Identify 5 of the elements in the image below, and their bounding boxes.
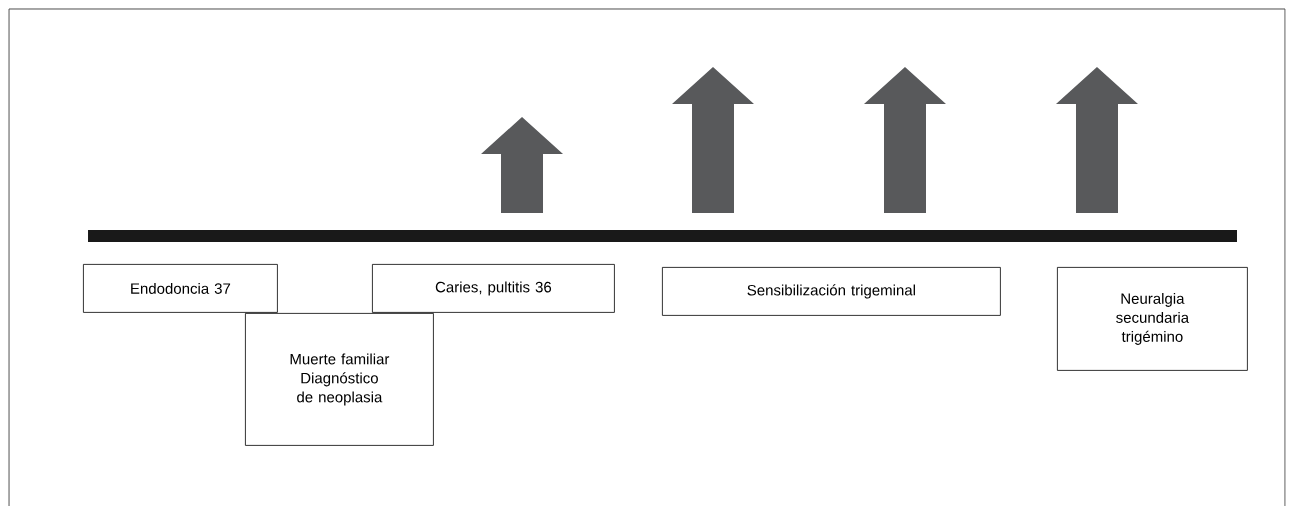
- event-box: Muerte familiar Diagnóstico de neoplasia: [245, 313, 434, 446]
- event-box: Caries, pultitis 36: [372, 264, 615, 313]
- event-box: Sensibilización trigeminal: [662, 267, 1001, 316]
- event-box: Endodoncia 37: [83, 264, 278, 313]
- event-box: Neuralgia secundaria trigémino: [1057, 267, 1248, 371]
